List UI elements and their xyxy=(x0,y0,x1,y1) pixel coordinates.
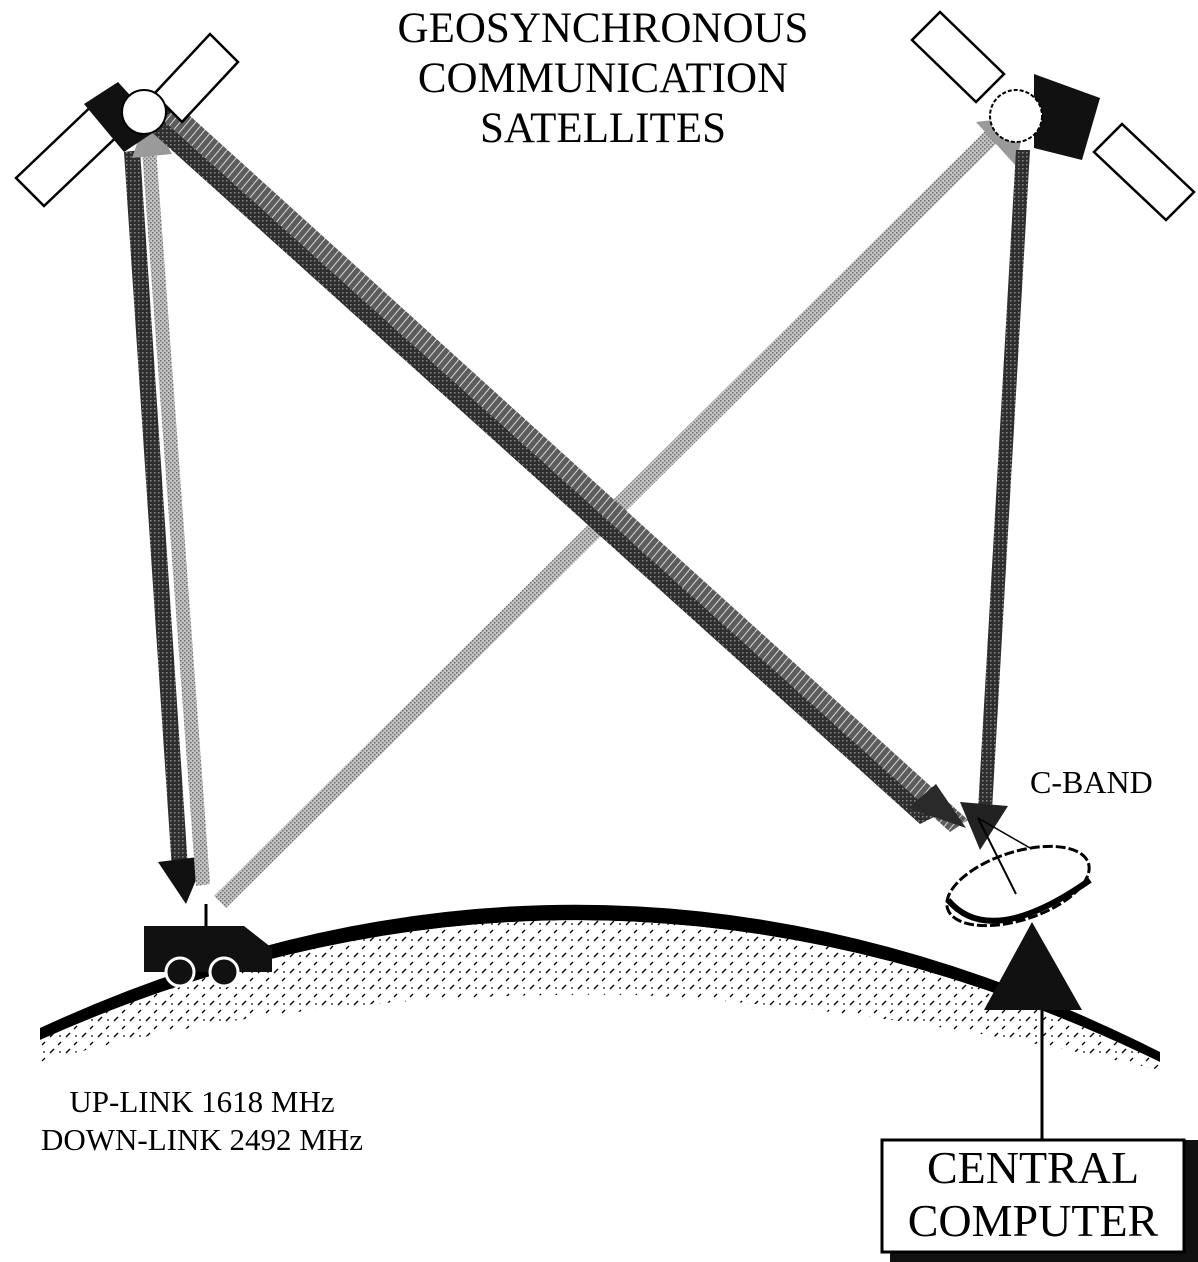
downlink-frequency-label: DOWN-LINK 2492 MHz xyxy=(41,1122,363,1157)
relay-beam-dark xyxy=(136,110,936,824)
title-line-1: GEOSYNCHRONOUS xyxy=(398,5,809,52)
solar-panel-right-a xyxy=(912,12,1004,102)
relay-beam-hatched xyxy=(150,96,968,832)
title-line-3: SATELLITES xyxy=(480,105,726,152)
diagram-title: GEOSYNCHRONOUS COMMUNICATION SATELLITES xyxy=(398,5,809,152)
downlink-beam-right xyxy=(978,150,1030,810)
satellite-body-right xyxy=(1034,74,1100,160)
dish-reflector xyxy=(937,831,1099,941)
dish-mount xyxy=(984,922,1082,1010)
satellite-dish-right xyxy=(990,90,1042,142)
computer-label-line-2: COMPUTER xyxy=(908,1195,1159,1246)
beam-paths xyxy=(124,96,1030,908)
solar-panel-right-b xyxy=(1094,124,1194,220)
title-line-2: COMMUNICATION xyxy=(418,55,788,102)
vehicle-body xyxy=(144,926,272,972)
vehicle-wheel-rear xyxy=(166,958,194,986)
computer-label-line-1: CENTRAL xyxy=(927,1142,1139,1193)
satellite-dish-left xyxy=(122,90,166,134)
downlink-arrowhead-right xyxy=(960,802,1008,850)
satellite-right xyxy=(912,12,1194,220)
central-computer-box: CENTRAL COMPUTER xyxy=(882,1140,1198,1262)
uplink-frequency-label: UP-LINK 1618 MHz xyxy=(69,1084,334,1119)
c-band-label: C-BAND xyxy=(1030,764,1153,800)
vehicle-wheel-front xyxy=(210,958,238,986)
